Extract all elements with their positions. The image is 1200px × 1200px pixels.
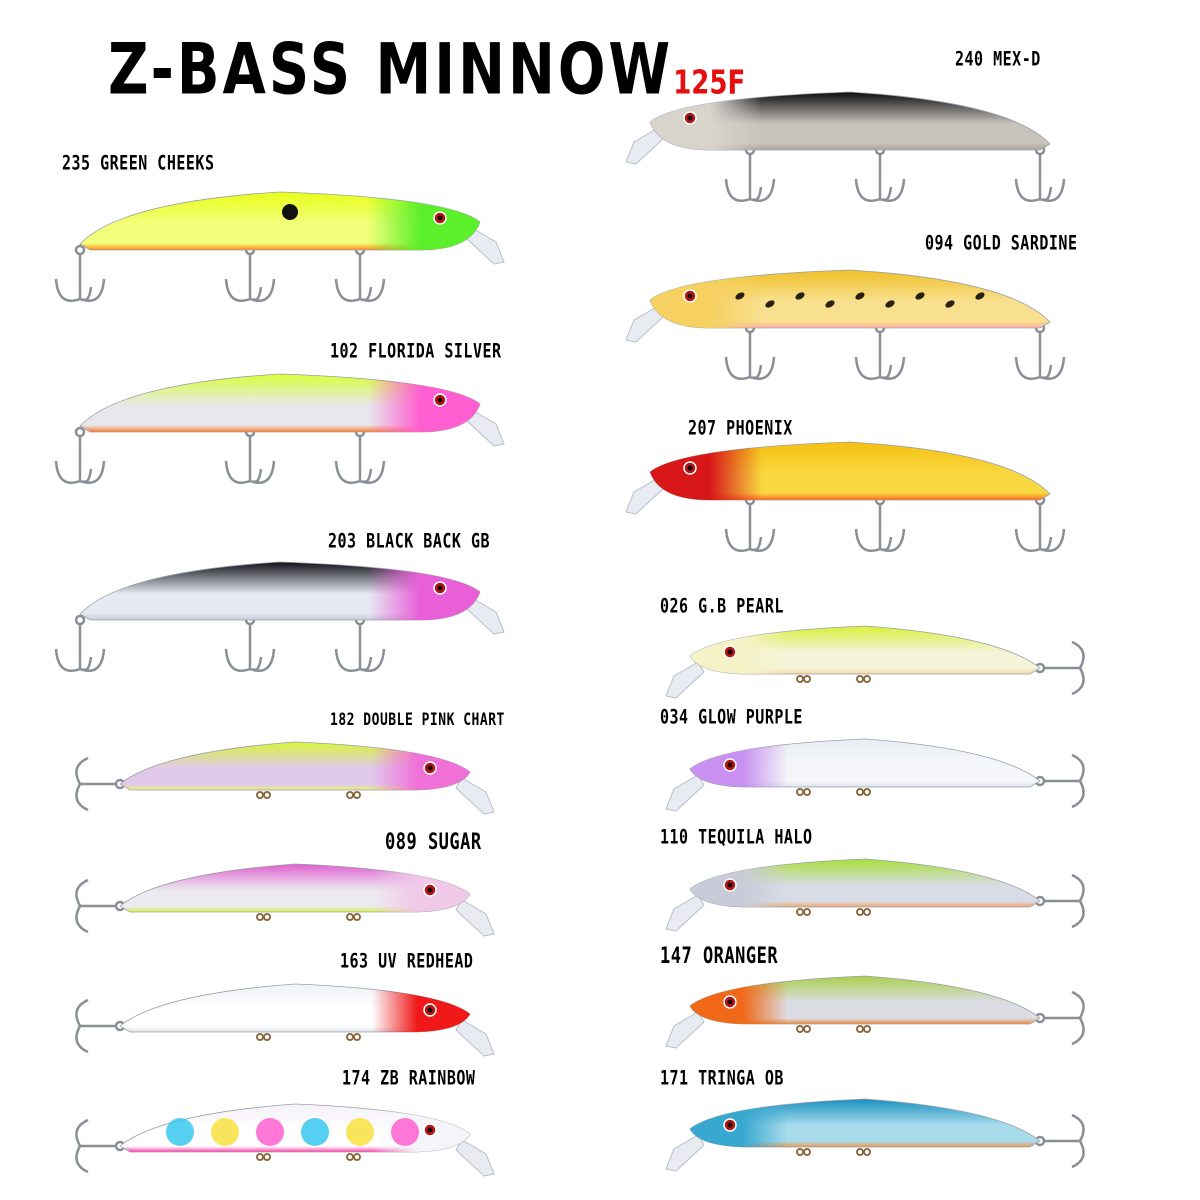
belly-hook-eye-icon [796, 675, 811, 683]
lure-label: 147 ORANGER [660, 943, 779, 970]
diving-lip-icon [455, 899, 495, 937]
treble-hook-icon [1034, 990, 1085, 1046]
treble-hook-icon [75, 998, 126, 1054]
belly-hook-eye-icon [256, 913, 271, 921]
belly-hook-eye-icon [346, 1153, 361, 1161]
lure-label: 207 PHOENIX [688, 416, 793, 440]
lure-image [625, 258, 1070, 408]
treble-hook-icon [334, 614, 386, 672]
diving-lip-icon [455, 1139, 495, 1177]
treble-hook-icon [1034, 640, 1085, 696]
treble-hook-icon [724, 322, 776, 380]
belly-hook-eye-icon [346, 791, 361, 799]
lure-image [54, 362, 505, 512]
belly-hook-eye-icon [796, 1148, 811, 1156]
belly-hook-eye-icon [346, 1033, 361, 1041]
diving-lip-icon [665, 774, 705, 812]
treble-hook-icon [75, 1118, 126, 1174]
belly-hook-eye-icon [856, 675, 871, 683]
belly-hook-eye-icon [796, 788, 811, 796]
lure-image [630, 612, 1085, 702]
product-title-text: Z-BASS MINNOW [108, 29, 674, 111]
lure-label: 094 GOLD SARDINE [925, 231, 1078, 255]
treble-hook-icon [224, 244, 276, 302]
treble-hook-icon [854, 322, 906, 380]
treble-hook-icon [54, 426, 106, 484]
treble-hook-icon [1014, 494, 1066, 552]
diving-lip-icon [665, 1011, 705, 1049]
lure-label: 174 ZB RAINBOW [342, 1066, 476, 1090]
lure-image [630, 845, 1085, 935]
treble-hook-icon [224, 426, 276, 484]
belly-hook-eye-icon [256, 1153, 271, 1161]
lure-label: 171 TRINGA OB [660, 1066, 784, 1090]
lure-label: 163 UV REDHEAD [340, 949, 474, 973]
diving-lip-icon [665, 894, 705, 932]
lure-label: 034 GLOW PURPLE [660, 705, 803, 729]
belly-hook-eye-icon [256, 1033, 271, 1041]
treble-hook-icon [54, 614, 106, 672]
lure-label: 182 DOUBLE PINK CHART [330, 710, 505, 731]
model-badge: 125F [673, 64, 746, 103]
diving-lip-icon [455, 777, 495, 815]
lure-label: 102 FLORIDA SILVER [330, 339, 502, 363]
lure-label: 240 MEX-D [955, 47, 1041, 71]
belly-hook-eye-icon [856, 908, 871, 916]
lure-image [54, 550, 505, 700]
treble-hook-icon [854, 144, 906, 202]
treble-hook-icon [724, 494, 776, 552]
treble-hook-icon [75, 756, 126, 812]
treble-hook-icon [54, 244, 106, 302]
belly-hook-eye-icon [796, 908, 811, 916]
lure-image [60, 1090, 500, 1180]
lure-label: 203 BLACK BACK GB [328, 529, 491, 553]
treble-hook-icon [1014, 322, 1066, 380]
treble-hook-icon [1034, 1113, 1085, 1169]
diving-lip-icon [665, 661, 705, 699]
lure-label: 235 GREEN CHEEKS [62, 151, 215, 175]
diving-lip-icon [455, 1019, 495, 1057]
belly-hook-eye-icon [856, 1148, 871, 1156]
lure-label: 026 G.B PEARL [660, 594, 784, 618]
lure-label: 110 TEQUILA HALO [660, 825, 813, 849]
treble-hook-icon [224, 614, 276, 672]
belly-hook-eye-icon [256, 791, 271, 799]
belly-hook-eye-icon [796, 1025, 811, 1033]
treble-hook-icon [854, 494, 906, 552]
lure-image [60, 970, 500, 1060]
treble-hook-icon [334, 244, 386, 302]
lure-image [60, 850, 500, 940]
lure-image [625, 80, 1070, 230]
treble-hook-icon [334, 426, 386, 484]
treble-hook-icon [724, 144, 776, 202]
belly-hook-eye-icon [856, 1025, 871, 1033]
treble-hook-icon [75, 878, 126, 934]
treble-hook-icon [1034, 753, 1085, 809]
belly-hook-eye-icon [346, 913, 361, 921]
lure-image [60, 728, 500, 818]
lure-image [630, 725, 1085, 815]
lure-image [630, 1085, 1085, 1175]
lure-image [625, 430, 1070, 580]
belly-hook-eye-icon [856, 788, 871, 796]
lure-image [54, 180, 505, 330]
lure-image [630, 962, 1085, 1052]
diving-lip-icon [665, 1134, 705, 1172]
treble-hook-icon [1014, 144, 1066, 202]
product-title: Z-BASS MINNOW125F [108, 35, 746, 106]
lure-label: 089 SUGAR [385, 829, 482, 856]
treble-hook-icon [1034, 873, 1085, 929]
